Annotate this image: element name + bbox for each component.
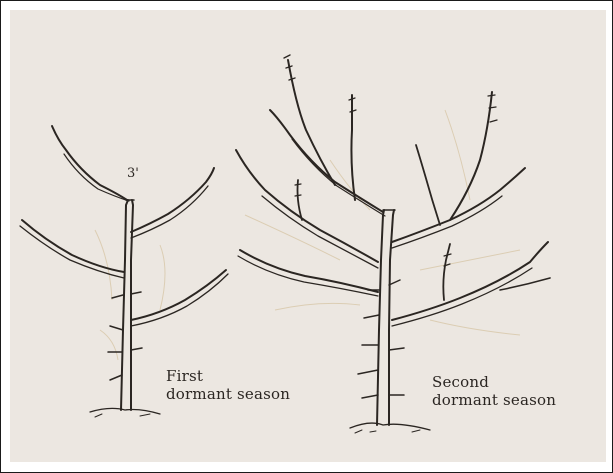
- pencil-guide-lines: [95, 110, 520, 360]
- caption-second-line1: Second: [432, 373, 556, 391]
- caption-second-dormant-season: Second dormant season: [432, 373, 556, 409]
- caption-first-line2: dormant season: [166, 385, 290, 403]
- cut-height-mark: 3': [127, 166, 139, 181]
- caption-second-line2: dormant season: [432, 391, 556, 409]
- caption-first-dormant-season: First dormant season: [166, 367, 290, 403]
- caption-first-line1: First: [166, 367, 290, 385]
